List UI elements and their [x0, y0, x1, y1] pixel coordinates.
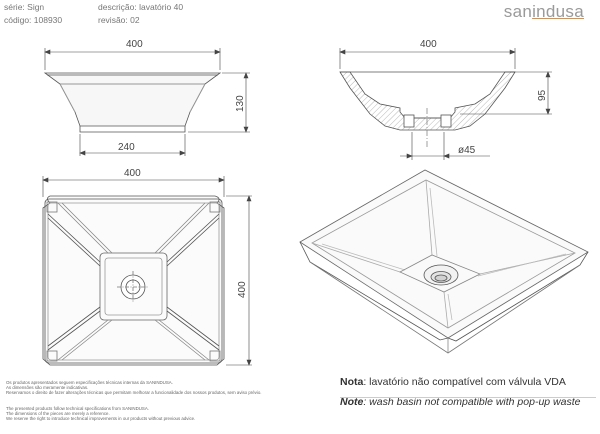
perspective-view: [299, 169, 589, 354]
note-divider: [340, 397, 596, 398]
front-elevation-view: [43, 72, 222, 133]
disclaimer-en: The presented products follow technical …: [6, 406, 196, 422]
dim-top-width: 400: [126, 39, 143, 50]
dim-base-width: 240: [118, 142, 135, 153]
descricao-label: descrição: lavatório 40: [98, 2, 184, 12]
dim-section-width: 400: [420, 39, 437, 50]
dim-height: 130: [235, 95, 246, 112]
dim-drain: ø45: [458, 145, 476, 156]
note-box: Nota: lavatório não compatível com válvu…: [340, 376, 598, 409]
codigo-label: código: 108930: [4, 15, 63, 25]
plan-view: [42, 195, 225, 366]
note-en: Note: wash basin not compatible with pop…: [340, 396, 581, 409]
dim-plan-depth: 400: [237, 281, 248, 298]
dim-section-height: 95: [537, 89, 548, 101]
dim-plan-width: 400: [124, 168, 141, 179]
section-view: [339, 71, 516, 148]
disclaimer-pt: Os produtos apresentados seguem especifi…: [6, 380, 262, 396]
note-pt: Nota: lavatório não compatível com válvu…: [340, 376, 566, 388]
revisao-label: revisão: 02: [98, 15, 140, 25]
sanindusa-logo: sanindusa: [503, 2, 584, 21]
serie-label: série: Sign: [4, 2, 45, 12]
